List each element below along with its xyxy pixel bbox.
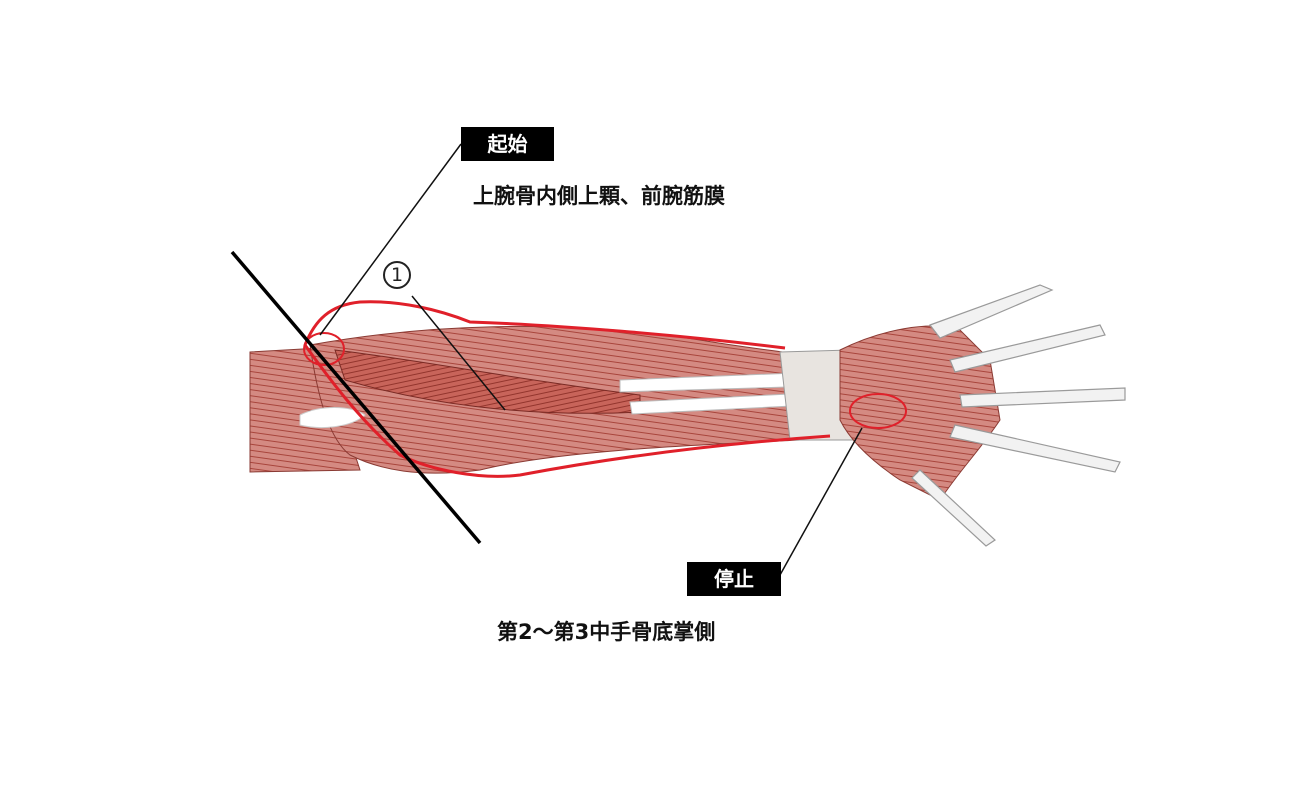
muscle-number-marker: 1 <box>383 261 411 289</box>
marker-leader-line <box>411 295 506 411</box>
origin-circle <box>303 332 345 366</box>
origin-description: 上腕骨内側上顆、前腕筋膜 <box>473 184 725 208</box>
fingers <box>911 284 1126 547</box>
insertion-label: 停止 <box>687 562 781 596</box>
cut-line <box>230 250 482 545</box>
tendon-elbow <box>299 407 366 429</box>
muscle-outline <box>303 300 831 478</box>
upper-arm-stump <box>249 347 361 473</box>
origin-leader-line <box>319 143 462 336</box>
insertion-circle <box>849 393 907 429</box>
insertion-leader-line <box>779 427 863 576</box>
insertion-description: 第2～第3中手骨底掌側 <box>497 620 716 644</box>
origin-label: 起始 <box>461 127 554 161</box>
